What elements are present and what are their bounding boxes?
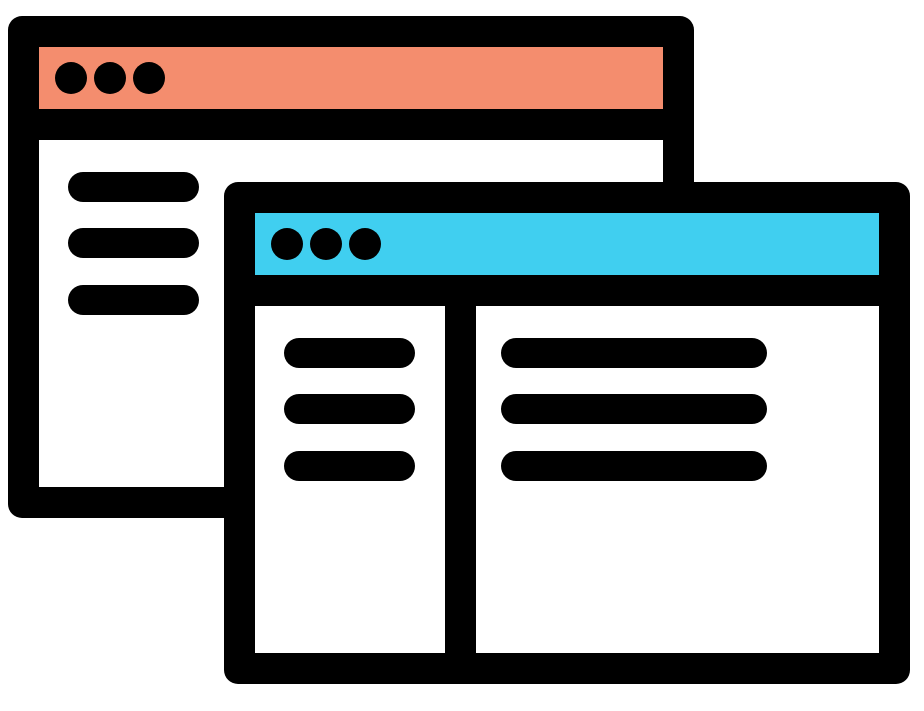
front-window-main [476, 306, 879, 653]
sidebar-item-placeholder[interactable] [284, 451, 415, 481]
back-window-titlebar[interactable] [39, 47, 663, 109]
window-control-dot[interactable] [55, 62, 87, 94]
text-line-placeholder [501, 338, 767, 368]
window-control-dot[interactable] [133, 62, 165, 94]
text-line-placeholder [501, 394, 767, 424]
window-control-dot[interactable] [310, 228, 342, 260]
window-control-dot[interactable] [94, 62, 126, 94]
text-line-placeholder [68, 228, 199, 258]
sidebar-item-placeholder[interactable] [284, 394, 415, 424]
text-line-placeholder [68, 172, 199, 202]
text-line-placeholder [501, 451, 767, 481]
front-window-titlebar[interactable] [255, 213, 879, 275]
window-control-dot[interactable] [349, 228, 381, 260]
sidebar-item-placeholder[interactable] [284, 338, 415, 368]
front-window[interactable] [224, 182, 910, 684]
window-control-dot[interactable] [271, 228, 303, 260]
text-line-placeholder [68, 285, 199, 315]
front-window-sidebar [255, 306, 445, 653]
